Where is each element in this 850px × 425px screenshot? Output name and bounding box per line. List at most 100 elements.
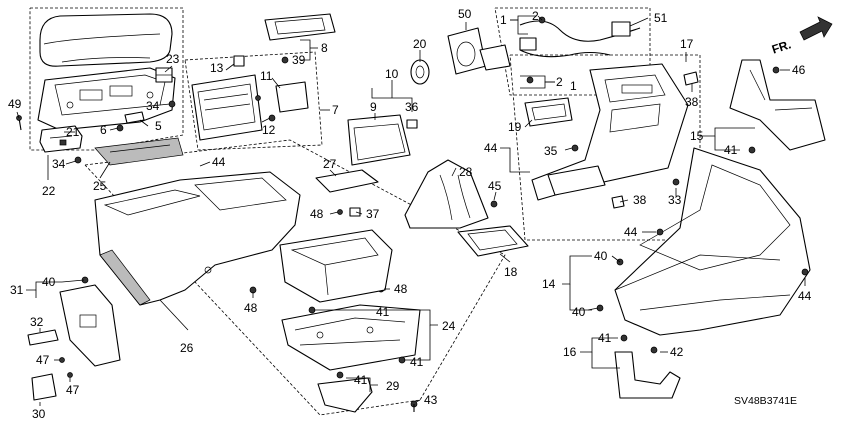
callout-21: 21 bbox=[66, 125, 80, 139]
callout-29: 29 bbox=[386, 379, 400, 393]
callout-5: 5 bbox=[155, 119, 162, 133]
part-20-ring bbox=[410, 59, 430, 85]
wire-harness-51 bbox=[519, 16, 641, 84]
callout-18: 18 bbox=[504, 265, 518, 279]
callout-6: 6 bbox=[100, 123, 107, 137]
part-30-cover bbox=[31, 373, 57, 401]
part-12-screw bbox=[255, 95, 276, 122]
callout-36: 36 bbox=[405, 100, 419, 114]
callout-26: 26 bbox=[180, 341, 194, 355]
part-11-lid bbox=[275, 81, 309, 113]
screw-47-upper bbox=[59, 357, 65, 363]
callout-41-bracket-24: 41 bbox=[376, 305, 390, 319]
part-9-tray bbox=[347, 114, 411, 166]
callout-27: 27 bbox=[323, 157, 337, 171]
callout-44-near-panel: 44 bbox=[484, 141, 498, 155]
diagram-code: SV48B3741E bbox=[734, 395, 797, 407]
callout-51: 51 bbox=[654, 11, 668, 25]
screw-41-upper-right bbox=[748, 146, 756, 154]
part-50-lighter bbox=[447, 27, 511, 75]
side-panel-31 bbox=[59, 284, 121, 367]
group-box-pocket bbox=[184, 51, 323, 151]
bracket-29 bbox=[317, 371, 373, 413]
console-bin bbox=[279, 229, 393, 303]
clip-33 bbox=[672, 178, 680, 186]
callout-47-upper: 47 bbox=[36, 353, 50, 367]
callout-13: 13 bbox=[210, 61, 224, 75]
callout-42: 42 bbox=[670, 345, 684, 359]
callout-44-rear-mid: 44 bbox=[624, 225, 638, 239]
callout-24: 24 bbox=[442, 319, 456, 333]
front-direction-label: FR. bbox=[770, 37, 793, 56]
callout-37: 37 bbox=[366, 207, 380, 221]
callout-1-top: 1 bbox=[500, 13, 507, 27]
callout-40-rear-upper: 40 bbox=[594, 249, 608, 263]
callout-33: 33 bbox=[668, 193, 682, 207]
leader-lines bbox=[16, 15, 806, 406]
bracket-16 bbox=[614, 351, 681, 399]
callout-39: 39 bbox=[292, 53, 306, 67]
part-39-screw bbox=[281, 56, 289, 64]
callout-45: 45 bbox=[488, 179, 502, 193]
callout-41-bracket-24-lower: 41 bbox=[410, 355, 424, 369]
callout-44-near-mat: 44 bbox=[212, 155, 226, 169]
screw-47-lower bbox=[67, 372, 73, 378]
screw-48-center bbox=[337, 209, 343, 215]
screw-43 bbox=[410, 400, 418, 412]
callout-48-center: 48 bbox=[310, 207, 324, 221]
mat-25 bbox=[94, 137, 184, 166]
callout-28: 28 bbox=[459, 165, 473, 179]
callout-23: 23 bbox=[166, 52, 180, 66]
part-38-clip-lower bbox=[611, 195, 625, 209]
callout-41-bracket-29: 41 bbox=[354, 373, 368, 387]
part-28-shift-boot bbox=[404, 159, 489, 229]
callout-34-lower: 34 bbox=[52, 157, 66, 171]
callout-2-bottom: 2 bbox=[556, 75, 563, 89]
part-13-clip bbox=[233, 55, 245, 67]
part-38-clip-upper bbox=[683, 71, 699, 86]
callout-16: 16 bbox=[563, 345, 577, 359]
callout-22: 22 bbox=[42, 184, 56, 198]
callout-7: 7 bbox=[332, 103, 339, 117]
callout-34-upper: 34 bbox=[146, 99, 160, 113]
screw-44-mid bbox=[656, 228, 664, 236]
part-21-lock bbox=[39, 125, 83, 153]
screw-42 bbox=[650, 346, 658, 354]
callout-48-left: 48 bbox=[244, 301, 258, 315]
callout-30: 30 bbox=[32, 407, 46, 421]
callout-14: 14 bbox=[542, 277, 556, 291]
armrest-lid bbox=[39, 13, 173, 67]
bracket-24 bbox=[281, 304, 421, 371]
callout-40-rear-lower: 40 bbox=[572, 305, 586, 319]
callout-35: 35 bbox=[544, 144, 558, 158]
part-32-clip bbox=[27, 329, 59, 346]
callout-48-right: 48 bbox=[394, 282, 408, 296]
callout-labels: 1 2 2 1 5 6 7 8 9 10 11 12 13 14 15 16 1… bbox=[8, 7, 812, 421]
part-36-clip bbox=[406, 119, 418, 129]
part-23-bracket bbox=[155, 67, 173, 83]
callout-2-top: 2 bbox=[532, 9, 539, 23]
console-body-26 bbox=[94, 171, 301, 306]
rear-console-14 bbox=[614, 147, 811, 336]
pocket-box bbox=[191, 74, 263, 141]
callout-50: 50 bbox=[458, 7, 472, 21]
part-18-boot-frame bbox=[457, 225, 529, 257]
bracket-15 bbox=[729, 59, 826, 151]
part-5-clip bbox=[124, 111, 145, 124]
callout-31: 31 bbox=[10, 283, 24, 297]
part-27-lid bbox=[315, 169, 379, 193]
screw-34-lower bbox=[74, 156, 82, 164]
callout-47-lower: 47 bbox=[66, 383, 80, 397]
part-17-console-panel bbox=[531, 63, 689, 201]
callout-1-bottom: 1 bbox=[570, 79, 577, 93]
screw-46 bbox=[772, 66, 780, 74]
front-direction-arrow: FR. bbox=[770, 16, 833, 57]
callout-44-rear-right: 44 bbox=[798, 289, 812, 303]
callout-38-upper: 38 bbox=[685, 95, 699, 109]
callout-32: 32 bbox=[30, 315, 44, 329]
callout-12: 12 bbox=[262, 123, 276, 137]
callout-20: 20 bbox=[413, 37, 427, 51]
callout-49: 49 bbox=[8, 97, 22, 111]
callout-41-bracket-16: 41 bbox=[598, 331, 612, 345]
